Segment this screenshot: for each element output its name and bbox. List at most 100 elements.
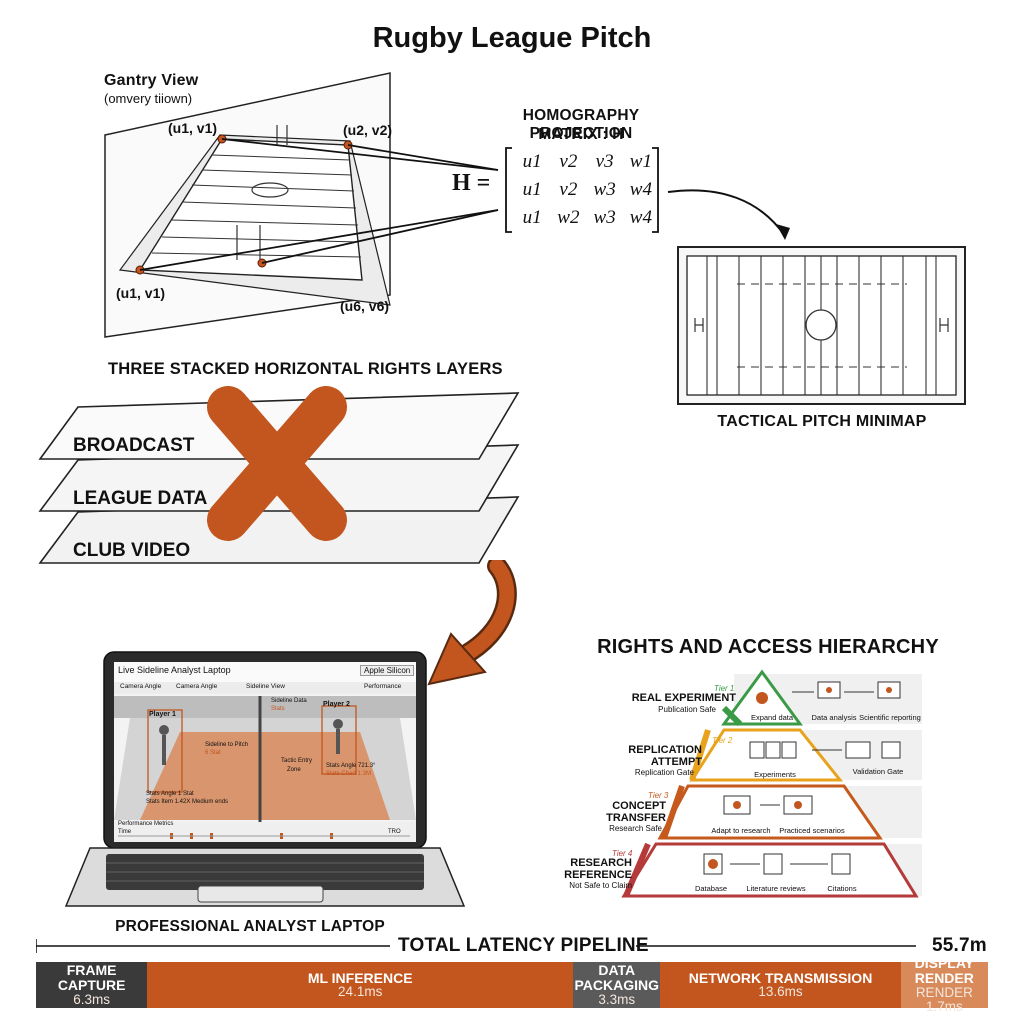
laptop-top-button[interactable]: Apple Silicon [360,665,415,676]
tier-1-item: Scientific reporting [859,713,921,722]
tier-3-tag: Tier 3 [648,791,669,800]
matrix-cell: w3 [593,207,616,228]
rights-layers-stack [38,386,520,564]
homography-heading-2: MATRIX : H [538,126,624,143]
matrix-cell: w4 [629,207,652,228]
tier-1-item: Expand data [750,713,794,722]
hierarchy-heading: RIGHTS AND ACCESS HIERARCHY [597,636,939,658]
pipeline-segment-value: RENDER 1.7ms [915,984,973,1014]
overlay-top: Sideline Data [271,698,307,704]
pipeline-heading: TOTAL LATENCY PIPELINE [398,935,649,956]
tier-4-sub: Not Safe to Claim [569,881,632,890]
pipeline-segment-value: 3.3ms [598,991,636,1007]
homography-heading-1: HOMOGRAPHY PROJECTION [522,107,640,142]
tier-1-item: Data analysis [811,713,857,722]
gantry-heading: Gantry View [104,72,199,89]
point-label-bottom-left: (u1, v1) [116,285,166,301]
matrix-cell: w2 [557,207,580,228]
player-1-label: Player 1 [149,711,176,718]
toolbar-item[interactable]: Camera Angle [176,683,218,690]
overlay-center-1: Tactic Entry [281,758,313,764]
overlay-top-sub: Stats [271,706,285,712]
pipeline-segment-value: 24.1ms [338,984,383,1000]
pipeline-total: 55.7m [932,935,987,956]
tier-4-name: RESEARCH REFERENCE [564,857,632,881]
matrix-cell: w3 [593,179,616,200]
cross-out-mark [207,386,347,541]
tier-2-name: REPLICATION ATTEMPT [628,744,702,768]
hierarchy-pyramid [621,669,922,898]
tier-2-item: Experiments [754,770,796,779]
player-2-label: Player 2 [323,701,350,708]
flow-arrow-icon [427,560,517,686]
tactical-minimap [677,246,966,405]
matrix-cell: v3 [595,151,614,172]
timeline-label: Performance Metrics [118,821,174,827]
layers-heading: THREE STACKED HORIZONTAL RIGHTS LAYERS [108,360,503,378]
pipeline-segment-name: NETWORK TRANSMISSION [688,969,873,986]
tier-3-item: Adapt to research [711,826,771,835]
point-label-top-right: (u2, v2) [343,122,393,138]
overlay-center-2: Zone [287,767,301,773]
matrix-cell: u1 [522,151,542,172]
overlay-mid-1: Sideline to Pitch [205,742,249,748]
pipeline-segment-name: ML INFERENCE [307,969,413,986]
tier-3-name: CONCEPT TRANSFER [606,800,666,824]
tier-4-item: Citations [827,884,857,893]
analyst-laptop [64,651,466,907]
tier-4-item: Database [694,884,728,893]
toolbar-item[interactable]: Camera Angle [120,683,162,690]
pipeline-segment-name: FRAME CAPTURE [57,962,126,993]
tier-4-tag: Tier 4 [612,849,633,858]
pipeline-segment-name: DATA PACKAGING [574,962,659,993]
pipeline-segment-value: 13.6ms [758,984,803,1000]
timeline-end: TRO [388,829,401,835]
matrix-cell: v2 [559,151,578,172]
matrix-cell: w4 [629,179,652,200]
page-title: Rugby League Pitch [372,22,652,54]
tier-3-sub: Research Safe [609,824,662,833]
layer-broadcast [38,392,520,460]
matrix-cell: u1 [522,207,542,228]
toolbar-item[interactable]: Sideline View [246,683,285,690]
overlay-right-1: Stats Angle 721.3° [326,763,376,769]
layer-label-club-video: CLUB VIDEO [73,540,191,561]
laptop-label: PROFESSIONAL ANALYST LAPTOP [115,918,385,935]
timeline-start: Time [118,829,132,835]
pipeline-rule [36,939,916,953]
homography-matrix: H = u1 v2 v3 w1 u1 v2 w3 w4 u1 w2 w3 w4 [452,140,664,236]
tier-2-tag: Tier 2 [712,736,733,745]
tier-4-item: Literature reviews [746,884,806,893]
overlay-left-1: Stats Angle 1 Stat [146,791,194,797]
tier-2-item: Validation Gate [852,767,904,776]
point-label-top-left: (u1, v1) [168,120,218,136]
toolbar-item[interactable]: Performance [364,683,402,690]
pipeline-segment-name: DISPLAY RENDER [914,955,975,986]
overlay-left-2: Stats Item 1.42X Medium ends [146,799,229,805]
matrix-lhs: H = [452,170,491,196]
tier-1-tag: Tier 1 [714,684,735,693]
tier-2-sub: Replication Gate [634,768,694,777]
overlay-mid-2: 6 Stat [205,750,221,756]
point-label-bottom-right: (u6, v6) [340,298,390,314]
layer-label-broadcast: BROADCAST [73,435,195,456]
overlay-right-2: Stats Chart 1.3M [326,771,372,777]
minimap-label: TACTICAL PITCH MINIMAP [717,413,927,430]
tier-1-sub: Publication Safe [658,705,716,714]
laptop-window-title: Live Sideline Analyst Laptop [118,665,231,675]
gantry-subheading: (omvery tiiown) [104,91,193,106]
tier-1-name: REAL EXPERIMENT [631,692,736,704]
layer-label-league-data: LEAGUE DATA [73,488,208,509]
pitch-perspective [138,138,363,281]
pipeline-segment-value: 6.3ms [73,991,111,1007]
matrix-cell: v2 [559,179,578,200]
tier-3-item: Practiced scenarios [779,826,845,835]
matrix-cell: u1 [522,179,542,200]
projection-lines [139,138,790,271]
